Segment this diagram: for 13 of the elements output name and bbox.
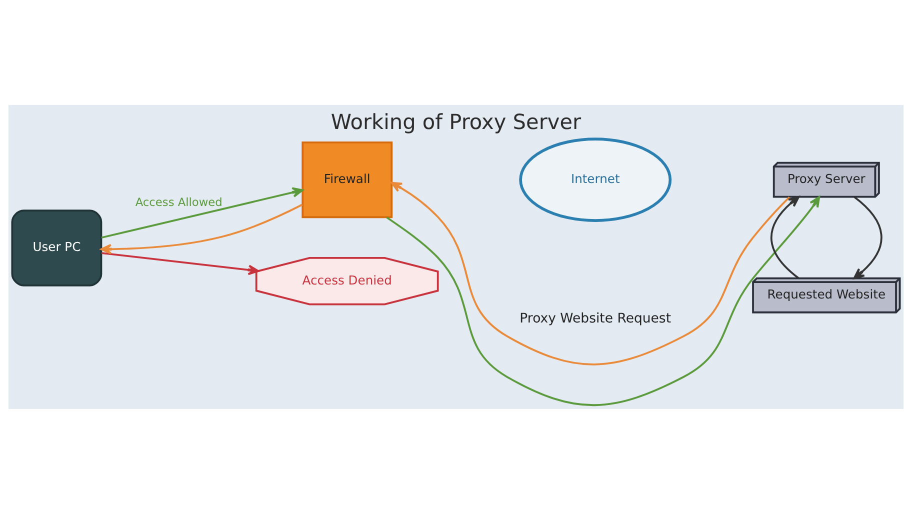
edge-label: Access Allowed bbox=[135, 194, 222, 208]
arrow bbox=[770, 195, 800, 278]
arrow bbox=[390, 181, 790, 365]
node-box: User PC bbox=[11, 209, 102, 286]
arrow bbox=[853, 196, 882, 279]
arrow bbox=[101, 252, 260, 275]
arrow bbox=[386, 196, 820, 406]
arrow bbox=[100, 203, 303, 254]
node-box: Firewall bbox=[302, 140, 393, 218]
diagram-title: Working of Proxy Server bbox=[330, 110, 582, 134]
arrow bbox=[101, 186, 304, 238]
label: Proxy Website Request bbox=[520, 311, 672, 326]
node-ellipse: Internet bbox=[519, 137, 672, 222]
